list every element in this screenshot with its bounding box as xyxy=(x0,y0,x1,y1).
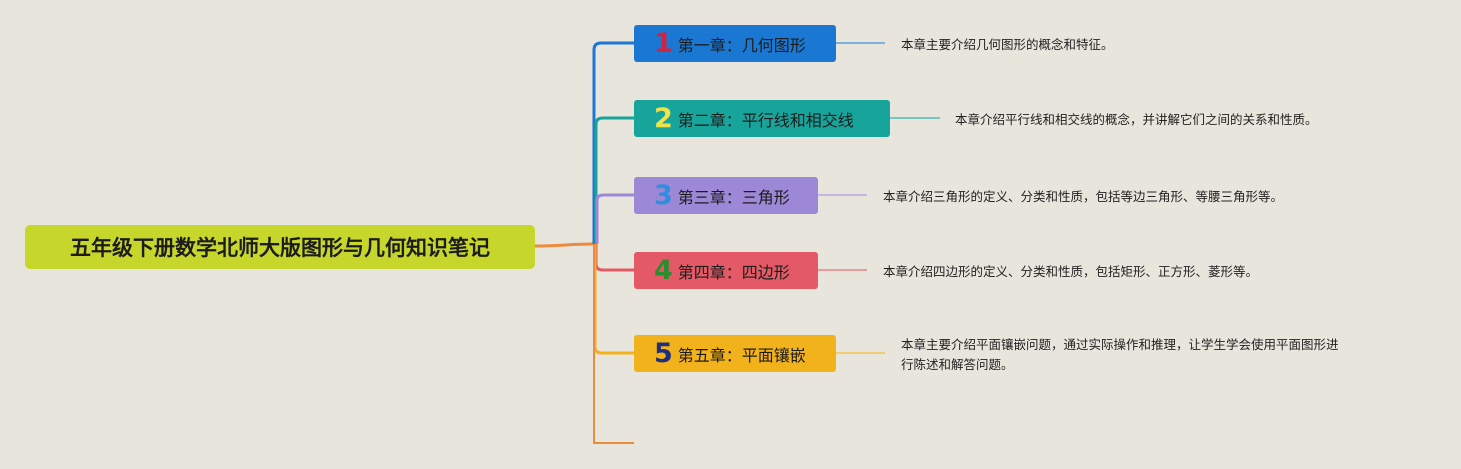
chapter-5-description-line-2: 行陈述和解答问题。 xyxy=(901,357,1014,372)
chapter-4-description-line: 本章介绍四边形的定义、分类和性质，包括矩形、正方形、菱形等。 xyxy=(883,264,1259,279)
chapter-3-label: 第三章：三角形 xyxy=(677,187,790,207)
chapter-1-number: 1 xyxy=(654,28,673,59)
chapter-5-description[interactable]: 本章主要介绍平面镶嵌问题，通过实际操作和推理，让学生学会使用平面图形进 行陈述和… xyxy=(901,335,1339,375)
chapter-4-number: 4 xyxy=(654,255,673,286)
root-connector xyxy=(534,242,595,248)
chapter-3-node[interactable]: 3 第三章：三角形 xyxy=(634,177,818,214)
chapter-2-node[interactable]: 2 第二章：平行线和相交线 xyxy=(634,100,890,137)
chapter-2-description[interactable]: 本章介绍平行线和相交线的概念，并讲解它们之间的关系和性质。 xyxy=(955,110,1318,130)
chapter-5-description-line-1: 本章主要介绍平面镶嵌问题，通过实际操作和推理，让学生学会使用平面图形进 xyxy=(901,337,1339,352)
chapter-3-description-line: 本章介绍三角形的定义、分类和性质，包括等边三角形、等腰三角形等。 xyxy=(883,189,1284,204)
branch-chapter-5 xyxy=(593,244,634,355)
chapter-4-description[interactable]: 本章介绍四边形的定义、分类和性质，包括矩形、正方形、菱形等。 xyxy=(883,262,1258,282)
branch-chapter-4 xyxy=(594,244,634,272)
branch-extra xyxy=(593,244,634,444)
chapter-1-description-line: 本章主要介绍几何图形的概念和特征。 xyxy=(901,37,1114,52)
chapter-5-node[interactable]: 5 第五章：平面镶嵌 xyxy=(634,335,836,372)
branch-chapter-2 xyxy=(594,116,634,244)
chapter-1-node[interactable]: 1 第一章：几何图形 xyxy=(634,25,836,62)
chapter-3-number: 3 xyxy=(654,180,673,211)
chapter-4-label: 第四章：四边形 xyxy=(677,262,790,282)
chapter-5-number: 5 xyxy=(654,338,673,369)
chapter-2-number: 2 xyxy=(654,103,673,134)
branch-chapter-3 xyxy=(595,193,634,244)
chapter-2-description-line: 本章介绍平行线和相交线的概念，并讲解它们之间的关系和性质。 xyxy=(955,112,1318,127)
branch-chapter-1 xyxy=(592,41,634,244)
chapter-3-description[interactable]: 本章介绍三角形的定义、分类和性质，包括等边三角形、等腰三角形等。 xyxy=(883,187,1283,207)
chapter-4-node[interactable]: 4 第四章：四边形 xyxy=(634,252,818,289)
root-topic[interactable]: 五年级下册数学北师大版图形与几何知识笔记 xyxy=(25,225,535,269)
chapter-1-description[interactable]: 本章主要介绍几何图形的概念和特征。 xyxy=(901,35,1114,55)
chapter-5-label: 第五章：平面镶嵌 xyxy=(677,345,806,365)
chapter-2-label: 第二章：平行线和相交线 xyxy=(677,110,854,130)
chapter-1-label: 第一章：几何图形 xyxy=(677,35,806,55)
